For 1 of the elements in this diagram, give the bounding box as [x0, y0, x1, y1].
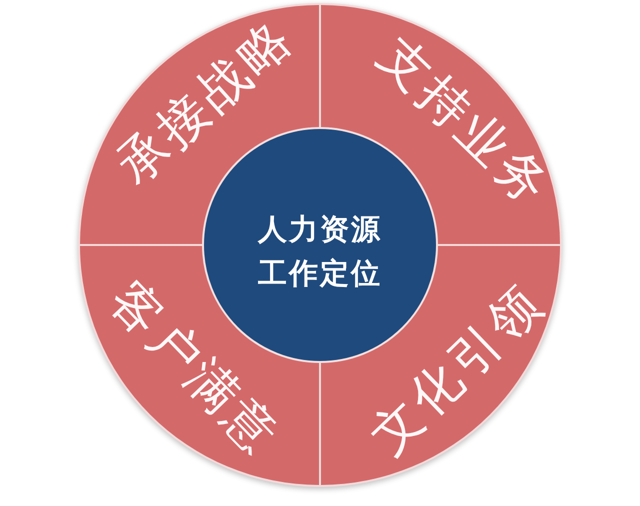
quadrant-label: 承接战略	[108, 10, 302, 192]
